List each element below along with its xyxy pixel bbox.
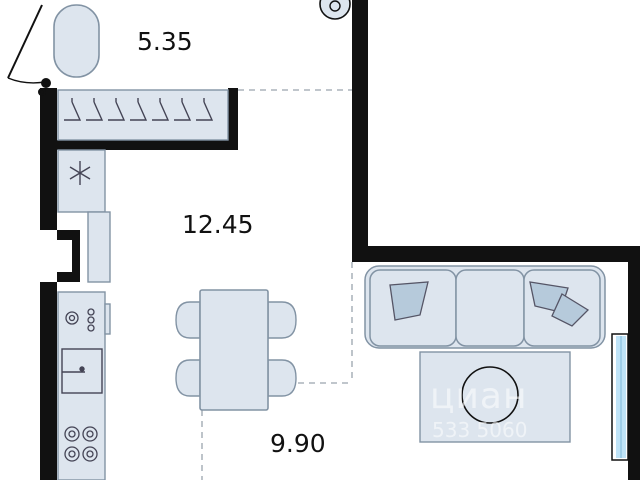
window [611, 333, 629, 461]
bathroom-area-label: 5.35 [137, 27, 193, 56]
walls [40, 0, 640, 480]
hanger-icon [196, 98, 214, 121]
cushions [389, 281, 590, 327]
entrance-door [7, 4, 51, 96]
wall-wardrobe-divider [57, 140, 235, 150]
dining-chairs [175, 301, 297, 397]
kitchen-counter-main [57, 291, 106, 480]
bathtub [53, 4, 100, 78]
hanger-icon [152, 98, 170, 121]
snowflake-icon [69, 161, 91, 185]
wall-right [628, 262, 640, 480]
zone-lines [201, 89, 353, 480]
hanger-icon [86, 98, 104, 121]
oven-knobs [65, 308, 95, 332]
wall-left-lower [40, 282, 57, 480]
wall-left-upper [40, 88, 57, 230]
studio-area-label: 12.45 [182, 210, 254, 239]
living-area-label: 9.90 [270, 429, 326, 458]
hob-block [104, 303, 111, 335]
wall-central-vertical [352, 0, 368, 262]
hanger-icon [108, 98, 126, 121]
hangers [64, 98, 214, 121]
watermark-brand: циан [430, 376, 528, 417]
hanger-icon [130, 98, 148, 121]
hanger-icon [174, 98, 192, 121]
wall-wardrobe-end [228, 88, 238, 150]
fridge [57, 149, 106, 213]
sink [61, 348, 103, 394]
round-fixture [319, 0, 351, 20]
wardrobe [57, 89, 229, 141]
coffee-table [461, 366, 519, 424]
hanger-icon [64, 98, 82, 121]
watermark: циан 533 5060 [430, 376, 528, 442]
watermark-code: 533 5060 [432, 418, 527, 442]
dining-table [199, 289, 269, 411]
wall-central-horizontal [352, 246, 640, 262]
kitchen-units [57, 149, 111, 480]
wall-left-niche [57, 230, 80, 282]
kitchen-counter-top [87, 211, 111, 283]
cooktop [64, 426, 98, 462]
